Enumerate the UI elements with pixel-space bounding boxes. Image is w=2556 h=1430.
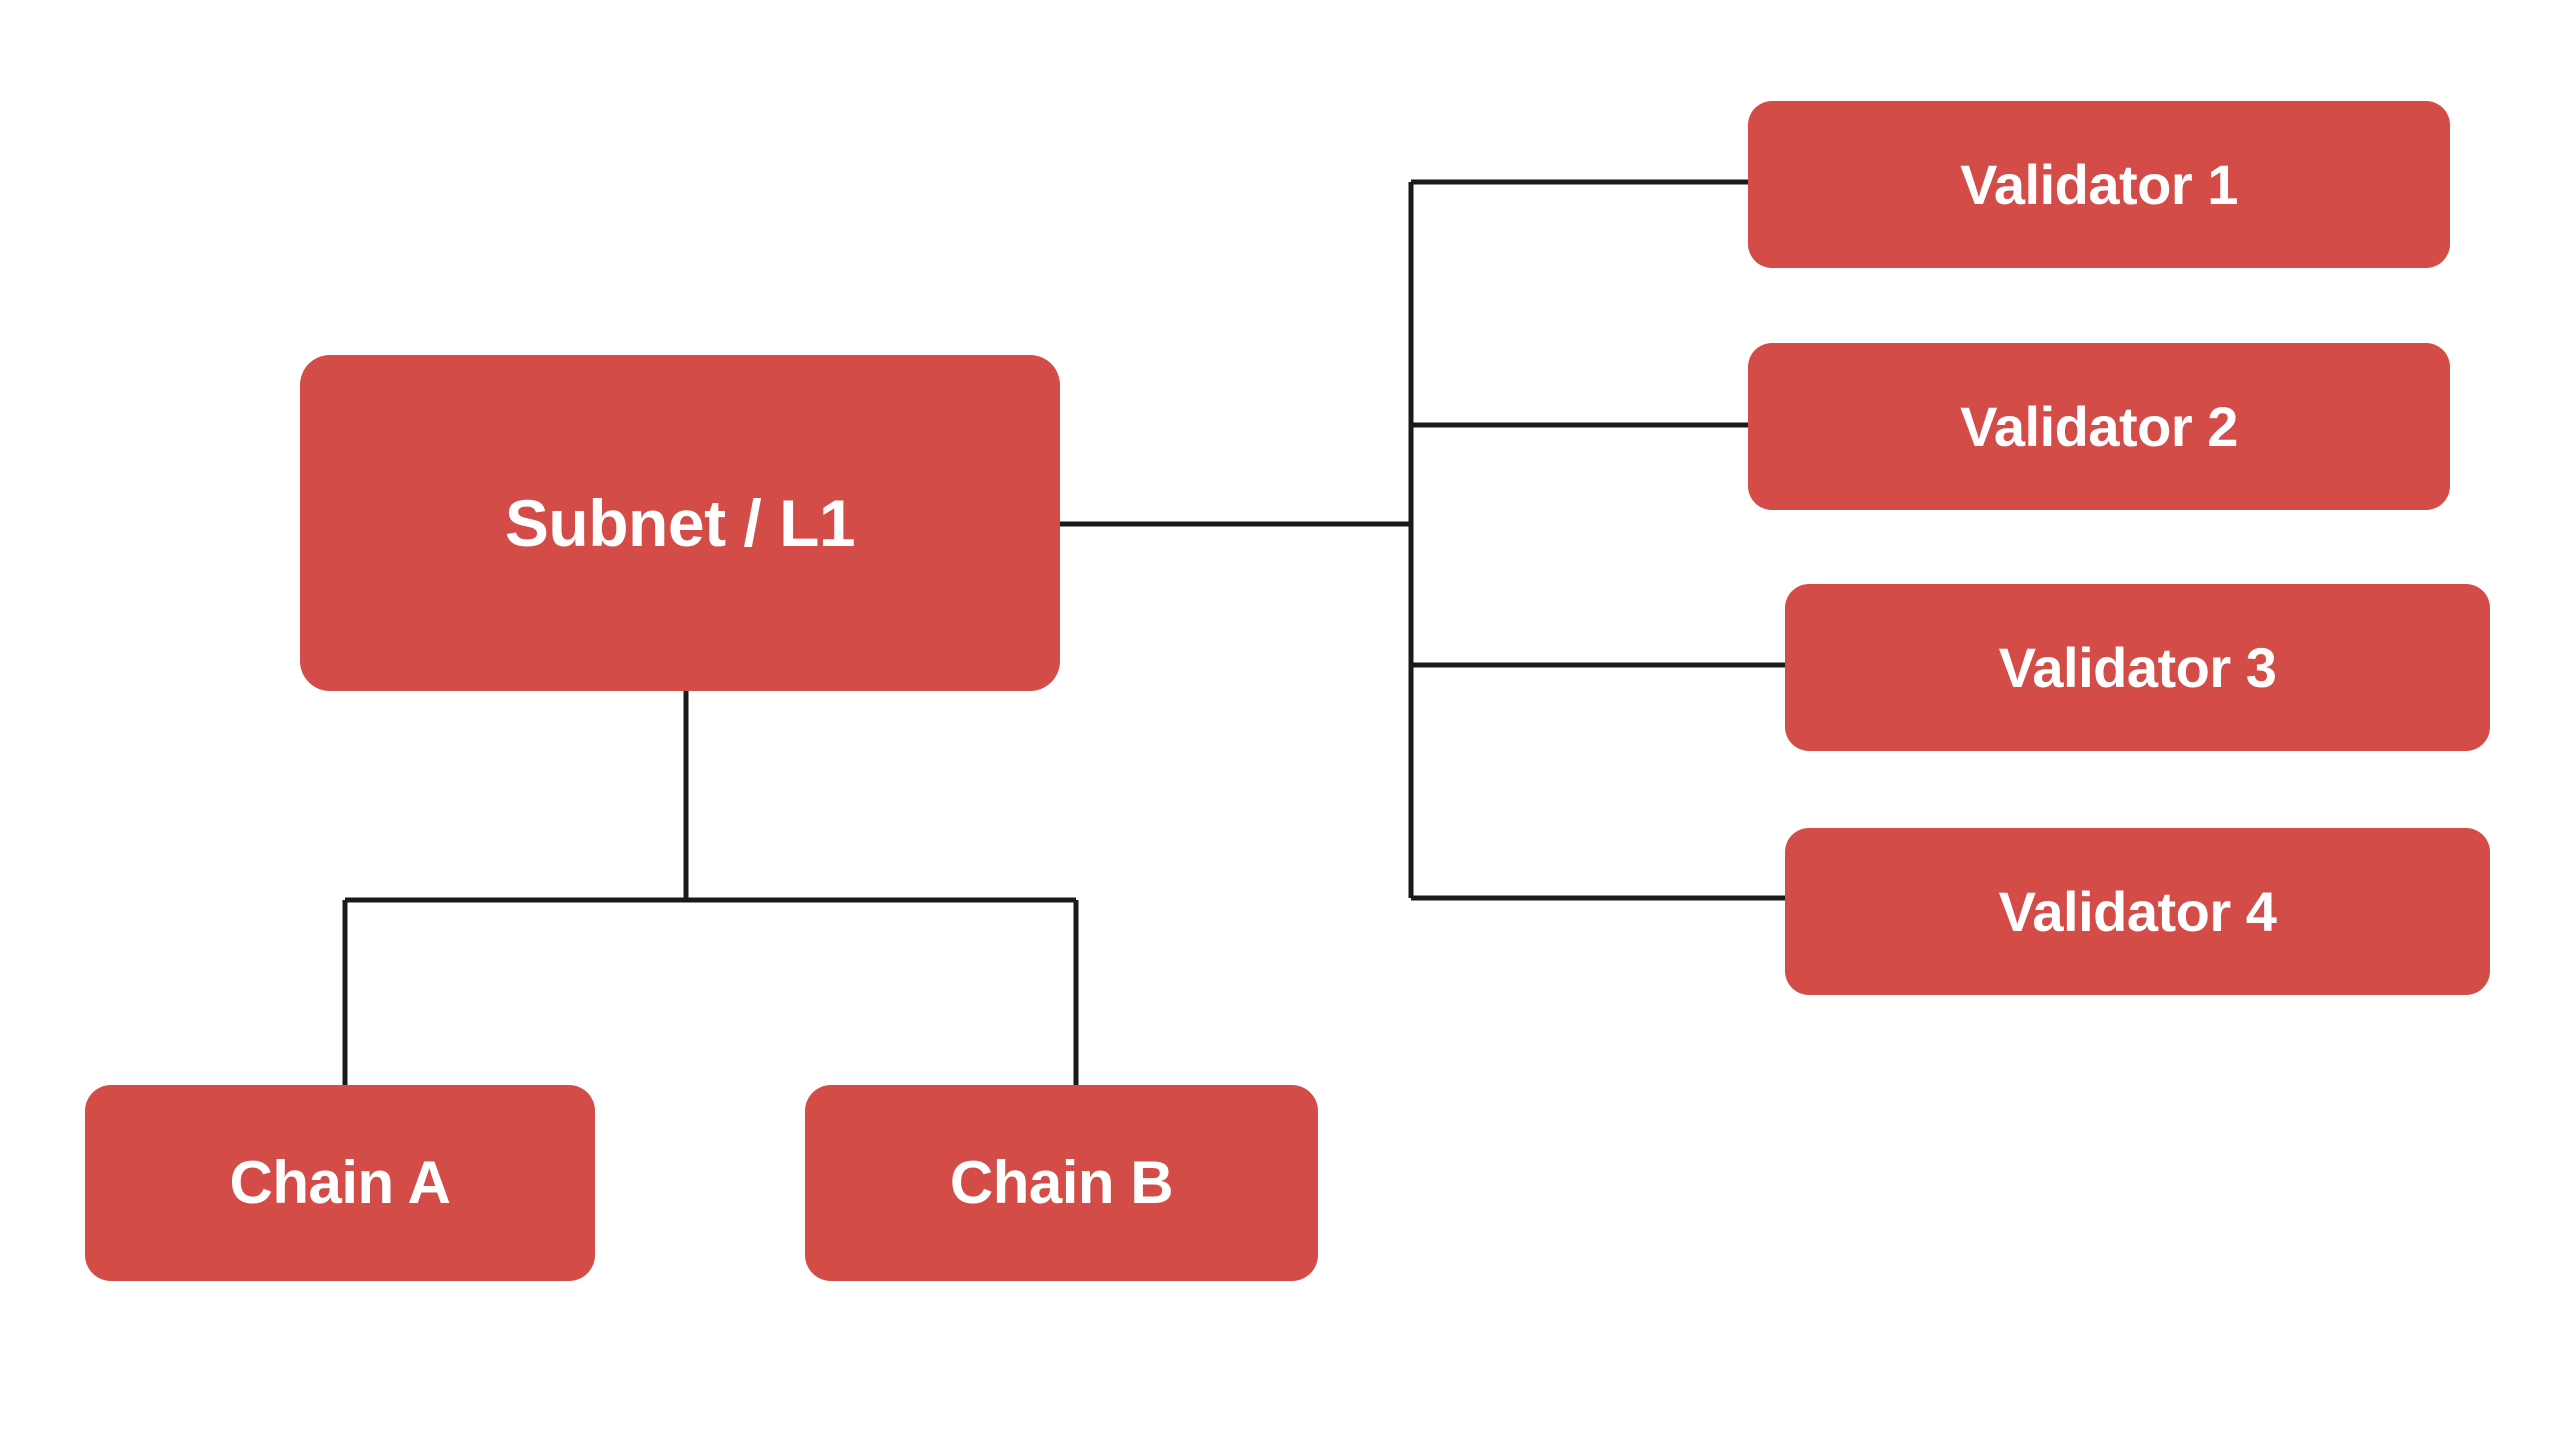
node-subnet-l1[interactable]: Subnet / L1 (300, 355, 1060, 691)
node-chain-b-label: Chain B (949, 1149, 1174, 1216)
node-validator-3-label: Validator 3 (1998, 635, 2277, 699)
node-validator-2-label: Validator 2 (1960, 394, 2238, 458)
node-validator-1[interactable]: Validator 1 (1748, 101, 2450, 268)
node-subnet-l1-label: Subnet / L1 (504, 486, 856, 560)
node-validator-4-label: Validator 4 (1998, 879, 2277, 943)
node-chain-a[interactable]: Chain A (85, 1085, 595, 1281)
node-validator-3[interactable]: Validator 3 (1785, 584, 2490, 751)
node-validator-2[interactable]: Validator 2 (1748, 343, 2450, 510)
node-chain-a-label: Chain A (229, 1149, 451, 1216)
node-validator-4[interactable]: Validator 4 (1785, 828, 2490, 995)
node-chain-b[interactable]: Chain B (805, 1085, 1318, 1281)
node-validator-1-label: Validator 1 (1960, 152, 2238, 216)
